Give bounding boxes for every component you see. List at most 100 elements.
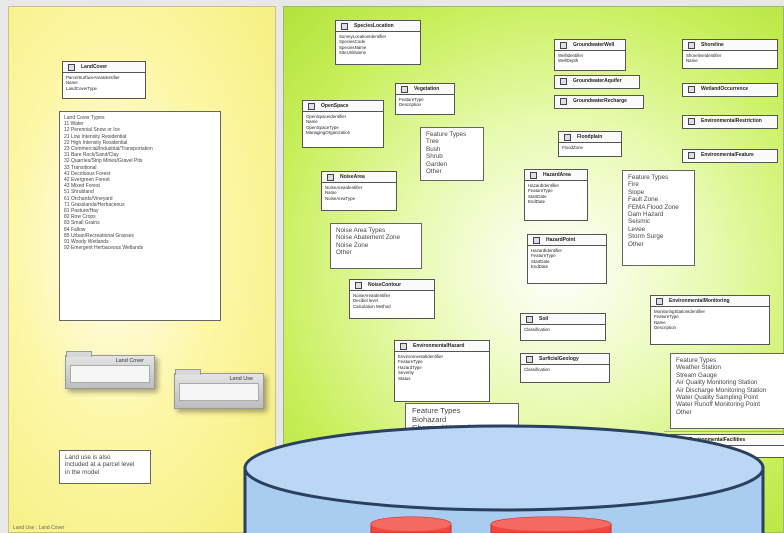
package-land-use[interactable]: Land Use — [174, 369, 264, 409]
class-icon — [530, 172, 537, 179]
note-line: 31 Bare Rock/Sand/Clay — [64, 152, 119, 159]
note-line: 83 Small Grains — [64, 220, 100, 227]
class-floodplain[interactable]: Floodplain FloodZone — [558, 131, 622, 157]
note-line: Feature Types — [426, 131, 467, 138]
class-icon — [564, 134, 571, 141]
class-attribute: Status — [398, 375, 411, 381]
class-attribute: SpeciesName — [339, 44, 367, 50]
class-environmental-hazard[interactable]: EnvironmentalHazard EnvironmentalIdentif… — [394, 340, 490, 402]
class-attribute: ManagingOrganization — [306, 130, 351, 136]
class-attribute: Description — [654, 325, 676, 331]
class-attribute: StartDate — [531, 258, 550, 264]
note-line: Fire — [628, 181, 639, 189]
class-soil[interactable]: Soil Classification — [520, 313, 606, 341]
package-land-cover[interactable]: Land Cover — [65, 351, 155, 389]
diagram-tab[interactable]: Land Use : Land Cover — [13, 525, 65, 531]
class-header: GroundwaterAquifer — [555, 76, 639, 86]
class-attribute: HazardType — [398, 364, 422, 370]
class-icon — [560, 78, 567, 85]
association-line — [664, 431, 784, 432]
note-line: Shrub — [426, 153, 443, 161]
note-line: Land Cover Types — [64, 115, 105, 121]
note-line: Noise Abatement Zone — [336, 234, 401, 242]
note-line: 41 Deciduous Forest — [64, 170, 111, 177]
class-header: GroundwaterRecharge — [555, 96, 643, 106]
class-icon — [560, 42, 567, 49]
class-header: LandCover — [63, 62, 145, 73]
note-line: 32 Quarries/Strip Mines/Gravel Pits — [64, 158, 143, 165]
class-icon — [688, 86, 695, 93]
class-attribute: EndDate — [531, 264, 549, 270]
note-line: Stream Gauge — [676, 371, 717, 379]
package-tab — [175, 369, 201, 375]
class-header: GroundwaterWell — [555, 40, 625, 51]
note-line: Land use is also — [65, 454, 111, 461]
class-attribute: OpenSpaceType — [306, 124, 339, 130]
class-environmental-restriction[interactable]: EnvironmentalRestriction — [682, 115, 778, 129]
class-icon — [355, 282, 362, 289]
package-tab — [66, 351, 92, 357]
class-groundwater-aquifer[interactable]: GroundwaterAquifer — [554, 75, 640, 89]
class-icon — [526, 356, 533, 363]
note-line: Other — [426, 168, 442, 176]
class-attribute: Name — [654, 319, 666, 325]
note-line: 85 Urban/Recreational Grasses — [64, 232, 135, 239]
note-line: Garden — [426, 160, 448, 168]
note-line: Biohazard — [412, 414, 447, 424]
class-header: HazardPoint — [528, 235, 606, 246]
class-icon — [656, 298, 663, 305]
class-wetland-occurrence[interactable]: WetlandOccurrence — [682, 83, 778, 97]
note-line: 22 High Intensity Residential — [64, 139, 128, 146]
class-icon — [401, 86, 408, 93]
class-header: WetlandOccurrence — [683, 84, 777, 94]
class-header: Vegetation — [396, 84, 454, 95]
note-line: 42 Evergreen Forest — [64, 177, 110, 184]
class-header: EnvironmentalMonitoring — [651, 296, 769, 307]
class-attributes: Classification — [521, 365, 609, 374]
class-attribute: Classification — [524, 367, 550, 372]
class-icon — [308, 103, 315, 110]
class-attribute: FeatureType — [398, 359, 423, 365]
class-attributes: FloodZone — [559, 143, 621, 152]
class-attribute: SurveyLocationIdentifier — [339, 34, 387, 39]
class-attribute: Classification — [524, 327, 550, 332]
class-header: Floodplain — [559, 132, 621, 143]
class-attribute: Name — [306, 119, 318, 125]
class-header: NoiseContour — [350, 280, 434, 291]
package-body — [179, 383, 259, 401]
note-line: Other — [628, 240, 644, 248]
class-header: Soil — [521, 314, 605, 325]
class-attribute: WellDepth — [558, 58, 579, 64]
class-icon — [526, 316, 533, 323]
note-line: Noise Area Types — [336, 227, 386, 234]
class-environmental-monitoring[interactable]: EnvironmentalMonitoring MonitoringStatio… — [650, 295, 770, 345]
class-groundwater-recharge[interactable]: GroundwaterRecharge — [554, 95, 644, 109]
note-line: Bush — [426, 145, 441, 153]
class-header: EnvironmentalFeature — [683, 150, 777, 160]
class-environmental-feature[interactable]: EnvironmentalFeature — [682, 149, 778, 163]
class-attribute: Severity — [398, 370, 414, 376]
class-surficial-geology[interactable]: SurficialGeology Classification — [520, 353, 610, 383]
class-species-location[interactable]: SpeciesLocation SurveyLocationIdentifier… — [335, 20, 421, 65]
